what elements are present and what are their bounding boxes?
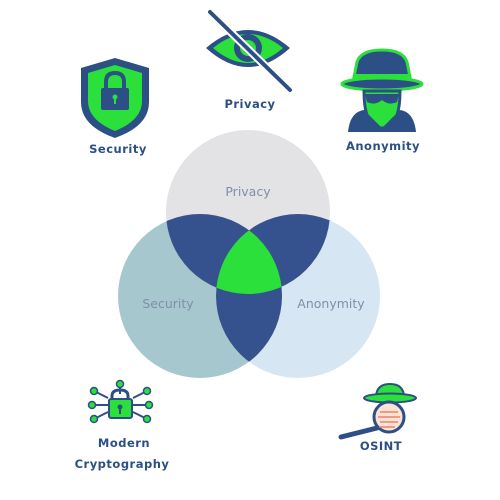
security-icon-group: Security [81,58,149,156]
circuit-lock-icon [94,386,147,419]
eye-slash-icon [206,8,294,94]
spy-hat-icon [340,48,424,132]
shield-lock-icon [81,58,149,138]
anonymity-icon-group: Anonymity [340,48,424,153]
modern-cryptography-label-line2: Cryptography [75,457,170,471]
detective-magnifier-icon [338,382,417,440]
venn-label-security: Security [142,296,194,311]
osint-icon-label: OSINT [360,439,402,453]
venn-overlap-center [216,214,282,294]
modern-cryptography-label-line1: Modern [98,436,150,450]
circuit-nodes [87,379,154,424]
venn-label-anonymity: Anonymity [297,296,365,311]
privacy-icon-label: Privacy [224,97,275,111]
modern-cryptography-icon-group: Modern Cryptography [75,379,170,471]
security-icon-label: Security [89,142,147,156]
osint-icon-group: OSINT [338,382,417,453]
venn-label-privacy: Privacy [225,184,271,199]
crypto-lock [108,388,133,419]
venn-diagram: Privacy Security Anonymity [118,130,380,378]
anonymity-icon-label: Anonymity [346,139,420,153]
privacy-icon-group: Privacy [206,8,294,111]
